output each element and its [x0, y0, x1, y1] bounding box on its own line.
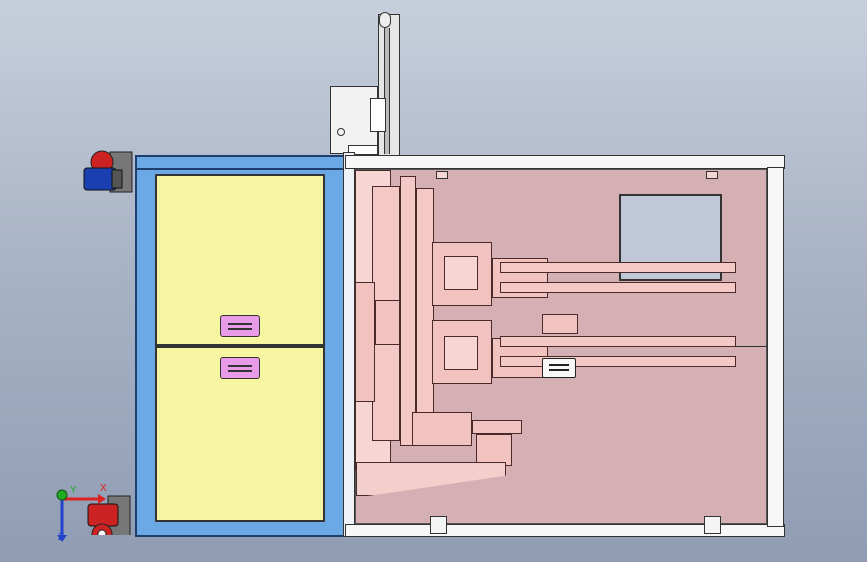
lift-screw — [384, 28, 390, 154]
frame-top-beam — [345, 155, 785, 169]
frame-bottom-beam — [345, 524, 785, 537]
lower-rod-2 — [500, 356, 736, 367]
upper-rod-1 — [500, 262, 736, 273]
frame-right-post — [767, 167, 784, 527]
upper-gripper-core — [444, 256, 478, 290]
vertical-slide-3 — [416, 188, 434, 438]
caster-wheel-top-icon — [83, 150, 133, 193]
cabinet-top-rail — [135, 155, 347, 170]
lower-rod-1 — [500, 336, 736, 347]
frame-left-post — [343, 152, 355, 537]
top-clip-right — [706, 171, 718, 179]
coordinate-triad-icon — [56, 489, 106, 542]
bottom-bracket-right — [704, 516, 721, 534]
left-actuator — [355, 282, 375, 402]
control-handle[interactable] — [542, 358, 576, 378]
vertical-slide-2 — [400, 176, 416, 446]
bottom-motor — [476, 434, 512, 466]
control-handle-slot-2 — [549, 369, 569, 371]
cabinet-door-upper[interactable] — [155, 174, 325, 346]
top-clip-left — [436, 171, 448, 179]
motor-box-base — [348, 145, 378, 155]
motor-box-port — [337, 128, 345, 136]
triad-z-label: Z — [58, 532, 65, 543]
control-handle-slot-1 — [549, 364, 569, 366]
lift-column-cap — [379, 12, 391, 28]
triad-x-label: X — [100, 483, 107, 494]
caster-wheel-bottom-icon — [87, 495, 131, 535]
motor-box-bracket — [370, 98, 386, 132]
upper-rod-2 — [500, 282, 736, 293]
door-handle-lower[interactable] — [220, 357, 260, 379]
left-block — [375, 300, 400, 345]
door-handle-upper[interactable] — [220, 315, 260, 337]
lower-gripper-core — [444, 336, 478, 370]
bottom-bracket-left — [430, 516, 447, 534]
lower-sensor-block — [542, 314, 578, 334]
bottom-clamp-rod — [472, 420, 522, 434]
triad-y-label: Y — [70, 485, 77, 496]
bottom-clamp — [412, 412, 472, 446]
